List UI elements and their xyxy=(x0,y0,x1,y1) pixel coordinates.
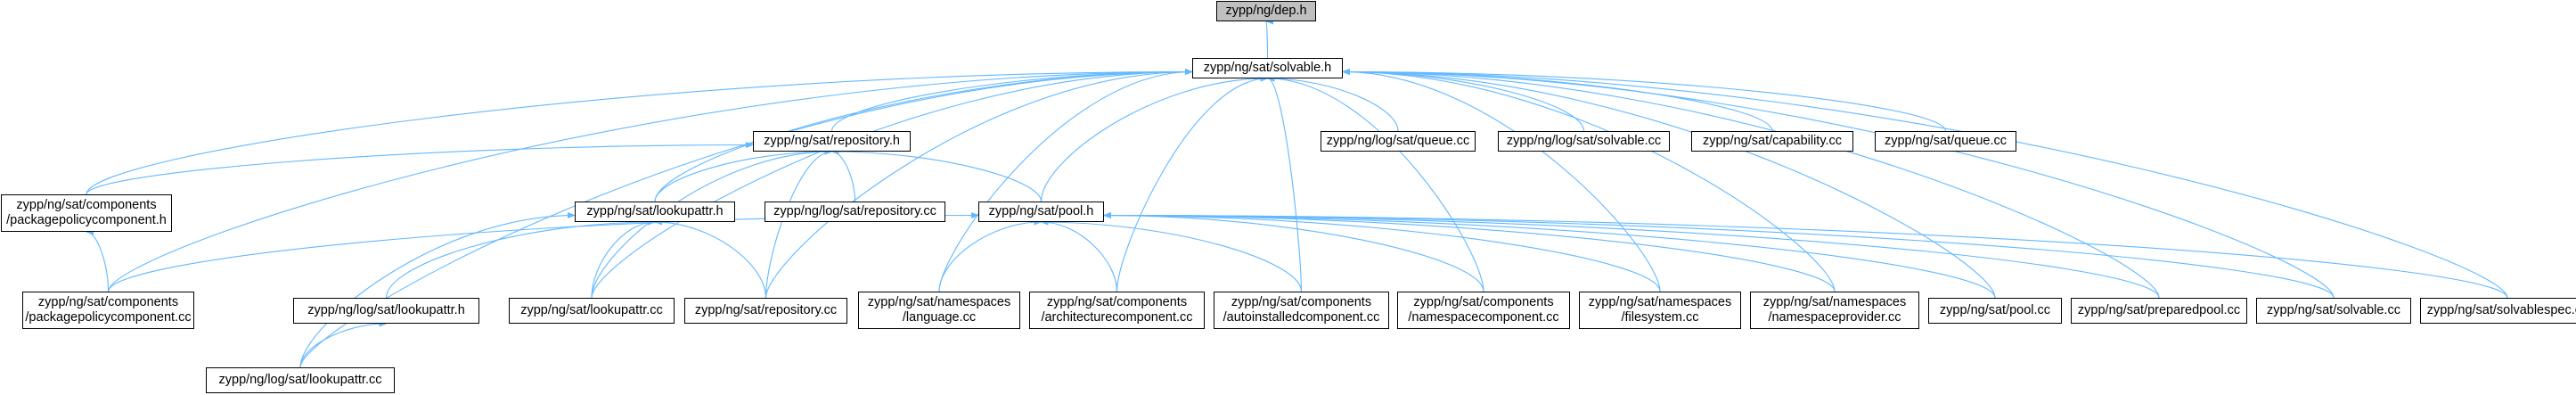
graph-node-pool-h[interactable]: zypp/ng/sat/pool.h xyxy=(978,202,1104,222)
graph-node-sat-solvablespec-cc[interactable]: zypp/ng/sat/solvablespec.cc xyxy=(2420,298,2576,324)
graph-edge-sat-repository-cc-to-solvable-h xyxy=(765,69,1193,299)
graph-edge-pkgpolicy-cc-to-pkgpolicy-h xyxy=(86,228,110,292)
graph-node-sat-preparedpool-cc[interactable]: zypp/ng/sat/preparedpool.cc xyxy=(2071,298,2247,324)
graph-edge-ns-language-cc-to-pool-h xyxy=(938,218,1043,292)
graph-edge-pkgpolicy-h-to-solvable-h xyxy=(86,69,1193,195)
graph-edge-ns-provider-cc-to-solvable-h xyxy=(1342,69,1836,292)
graph-node-ns-provider-cc[interactable]: zypp/ng/sat/namespaces /namespaceprovide… xyxy=(1750,292,1919,329)
graph-edge-arch-component-cc-to-solvable-h xyxy=(1116,75,1269,292)
graph-edge-pool-h-to-solvable-h xyxy=(1040,75,1269,202)
graph-edge-ns-component-cc-to-solvable-h xyxy=(1266,75,1484,292)
graph-node-sat-pool-cc[interactable]: zypp/ng/sat/pool.cc xyxy=(1928,298,2062,324)
graph-node-log-sat-repository-cc[interactable]: zypp/ng/log/sat/repository.cc xyxy=(765,202,945,222)
graph-node-pkgpolicy-cc[interactable]: zypp/ng/sat/components /packagepolicycom… xyxy=(22,292,194,329)
graph-edge-sat-solvablespec-cc-to-solvable-h xyxy=(1342,69,2508,299)
graph-edge-arch-component-cc-to-pool-h xyxy=(1040,218,1118,292)
graph-node-lookupattr-h[interactable]: zypp/ng/sat/lookupattr.h xyxy=(575,202,735,222)
graph-edge-sat-preparedpool-cc-to-pool-h xyxy=(1103,212,2160,299)
graph-edge-lookupattr-h-to-solvable-h xyxy=(654,69,1193,202)
graph-node-solvable-h[interactable]: zypp/ng/sat/solvable.h xyxy=(1192,58,1343,78)
graph-edge-pool-h-to-repository-h xyxy=(830,148,1043,202)
graph-node-ns-component-cc[interactable]: zypp/ng/sat/components /namespacecompone… xyxy=(1397,292,1570,329)
graph-node-sat-solvable-cc[interactable]: zypp/ng/sat/solvable.cc xyxy=(2256,298,2411,324)
graph-edge-ns-component-cc-to-pool-h xyxy=(1103,212,1484,292)
graph-node-sat-queue-cc[interactable]: zypp/ng/sat/queue.cc xyxy=(1875,131,2016,152)
graph-edge-pkgpolicy-h-to-repository-h xyxy=(86,142,754,195)
graph-edge-sat-queue-cc-to-solvable-h xyxy=(1342,69,1947,132)
graph-node-repository-h[interactable]: zypp/ng/sat/repository.h xyxy=(753,131,911,152)
graph-edge-sat-lookupattr-cc-to-repository-h xyxy=(591,148,833,299)
graph-edge-sat-solvable-cc-to-solvable-h xyxy=(1342,69,2335,299)
graph-node-autoinst-component-cc[interactable]: zypp/ng/sat/components /autoinstalledcom… xyxy=(1214,292,1389,329)
graph-edge-autoinst-component-cc-to-pool-h xyxy=(1040,218,1303,292)
graph-edge-sat-solvablespec-cc-to-pool-h xyxy=(1103,212,2508,299)
graph-edge-sat-pool-cc-to-solvable-h xyxy=(1342,69,1996,299)
graph-node-arch-component-cc[interactable]: zypp/ng/sat/components /architecturecomp… xyxy=(1029,292,1205,329)
graph-edge-log-sat-repository-cc-to-repository-h xyxy=(830,148,856,202)
graph-edge-sat-pool-cc-to-pool-h xyxy=(1103,212,1996,299)
graph-edge-lookupattr-h-to-repository-h xyxy=(654,148,833,202)
graph-edge-ns-filesystem-cc-to-pool-h xyxy=(1103,212,1661,292)
graph-edge-sat-solvable-cc-to-pool-h xyxy=(1103,212,2335,299)
graph-edge-sat-lookupattr-cc-to-lookupattr-h xyxy=(591,218,656,299)
graph-edge-log-lookupattr-cc-to-log-lookupattr-h xyxy=(299,320,388,368)
graph-edge-log-sat-queue-cc-to-solvable-h xyxy=(1266,75,1399,132)
graph-node-ns-language-cc[interactable]: zypp/ng/sat/namespaces /language.cc xyxy=(858,292,1020,329)
graph-edge-sat-repository-cc-to-lookupattr-h xyxy=(654,218,767,299)
graph-edge-log-lookupattr-h-to-lookupattr-h xyxy=(385,218,656,299)
graph-node-log-lookupattr-cc[interactable]: zypp/ng/log/sat/lookupattr.cc xyxy=(206,367,395,393)
graph-node-log-sat-solvable-cc[interactable]: zypp/ng/log/sat/solvable.cc xyxy=(1498,131,1670,152)
graph-node-log-lookupattr-h[interactable]: zypp/ng/log/sat/lookupattr.h xyxy=(293,298,479,324)
graph-edge-log-lookupattr-cc-to-lookupattr-h xyxy=(299,212,576,368)
graph-node-sat-capability-cc[interactable]: zypp/ng/sat/capability.cc xyxy=(1691,131,1853,152)
graph-node-sat-lookupattr-cc[interactable]: zypp/ng/sat/lookupattr.cc xyxy=(509,298,675,324)
graph-node-ns-filesystem-cc[interactable]: zypp/ng/sat/namespaces /filesystem.cc xyxy=(1579,292,1741,329)
graph-edge-pkgpolicy-cc-to-solvable-h xyxy=(107,69,1193,292)
graph-node-pkgpolicy-h[interactable]: zypp/ng/sat/components /packagepolicycom… xyxy=(1,194,172,232)
graph-edge-ns-filesystem-cc-to-solvable-h xyxy=(1342,69,1661,292)
graph-node-log-sat-queue-cc[interactable]: zypp/ng/log/sat/queue.cc xyxy=(1321,131,1476,152)
graph-edge-autoinst-component-cc-to-solvable-h xyxy=(1266,75,1303,292)
graph-edge-sat-lookupattr-cc-to-solvable-h xyxy=(591,69,1193,299)
graph-edge-repository-h-to-solvable-h xyxy=(830,69,1193,132)
graph-edge-ns-language-cc-to-solvable-h xyxy=(938,69,1193,292)
graph-edge-sat-preparedpool-cc-to-solvable-h xyxy=(1342,69,2160,299)
graph-node-dep-h[interactable]: zypp/ng/dep.h xyxy=(1216,1,1316,21)
graph-edge-ns-provider-cc-to-pool-h xyxy=(1103,212,1836,292)
graph-edge-solvable-h-to-dep-h xyxy=(1265,18,1274,59)
graph-node-sat-repository-cc[interactable]: zypp/ng/sat/repository.cc xyxy=(684,298,847,324)
